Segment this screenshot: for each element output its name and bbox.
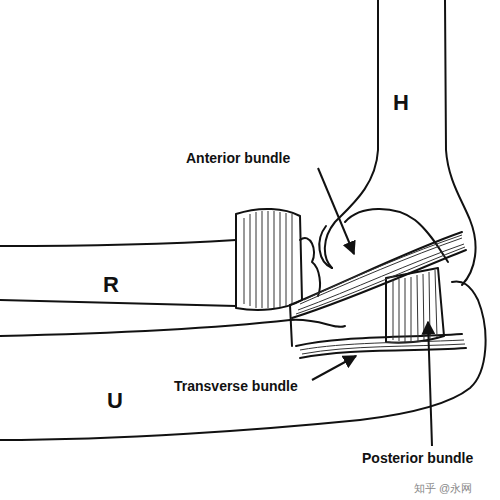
- ulna-outline: [0, 320, 345, 336]
- bone-letter: R: [103, 272, 119, 298]
- capitulum: [319, 226, 332, 268]
- annular-ligament: [236, 209, 302, 310]
- trochlea: [345, 209, 448, 262]
- radius-outline: [0, 240, 236, 246]
- hatching: [244, 211, 465, 354]
- bone-letter: H: [393, 90, 409, 116]
- ulna-outline: [0, 282, 486, 440]
- posterior-bundle: [386, 268, 444, 343]
- radial-neck: [300, 238, 320, 296]
- part-name: Transverse bundle: [174, 378, 298, 394]
- radius-outline: [0, 300, 236, 306]
- leader-lines: [312, 168, 432, 446]
- humerus-outline: [325, 0, 378, 268]
- part-name: Posterior bundle: [362, 450, 473, 466]
- transverse-bundle: [300, 348, 466, 358]
- part-name: Anterior bundle: [186, 150, 290, 166]
- bone-letter: U: [107, 388, 123, 414]
- watermark: 知乎 @永网: [414, 481, 472, 496]
